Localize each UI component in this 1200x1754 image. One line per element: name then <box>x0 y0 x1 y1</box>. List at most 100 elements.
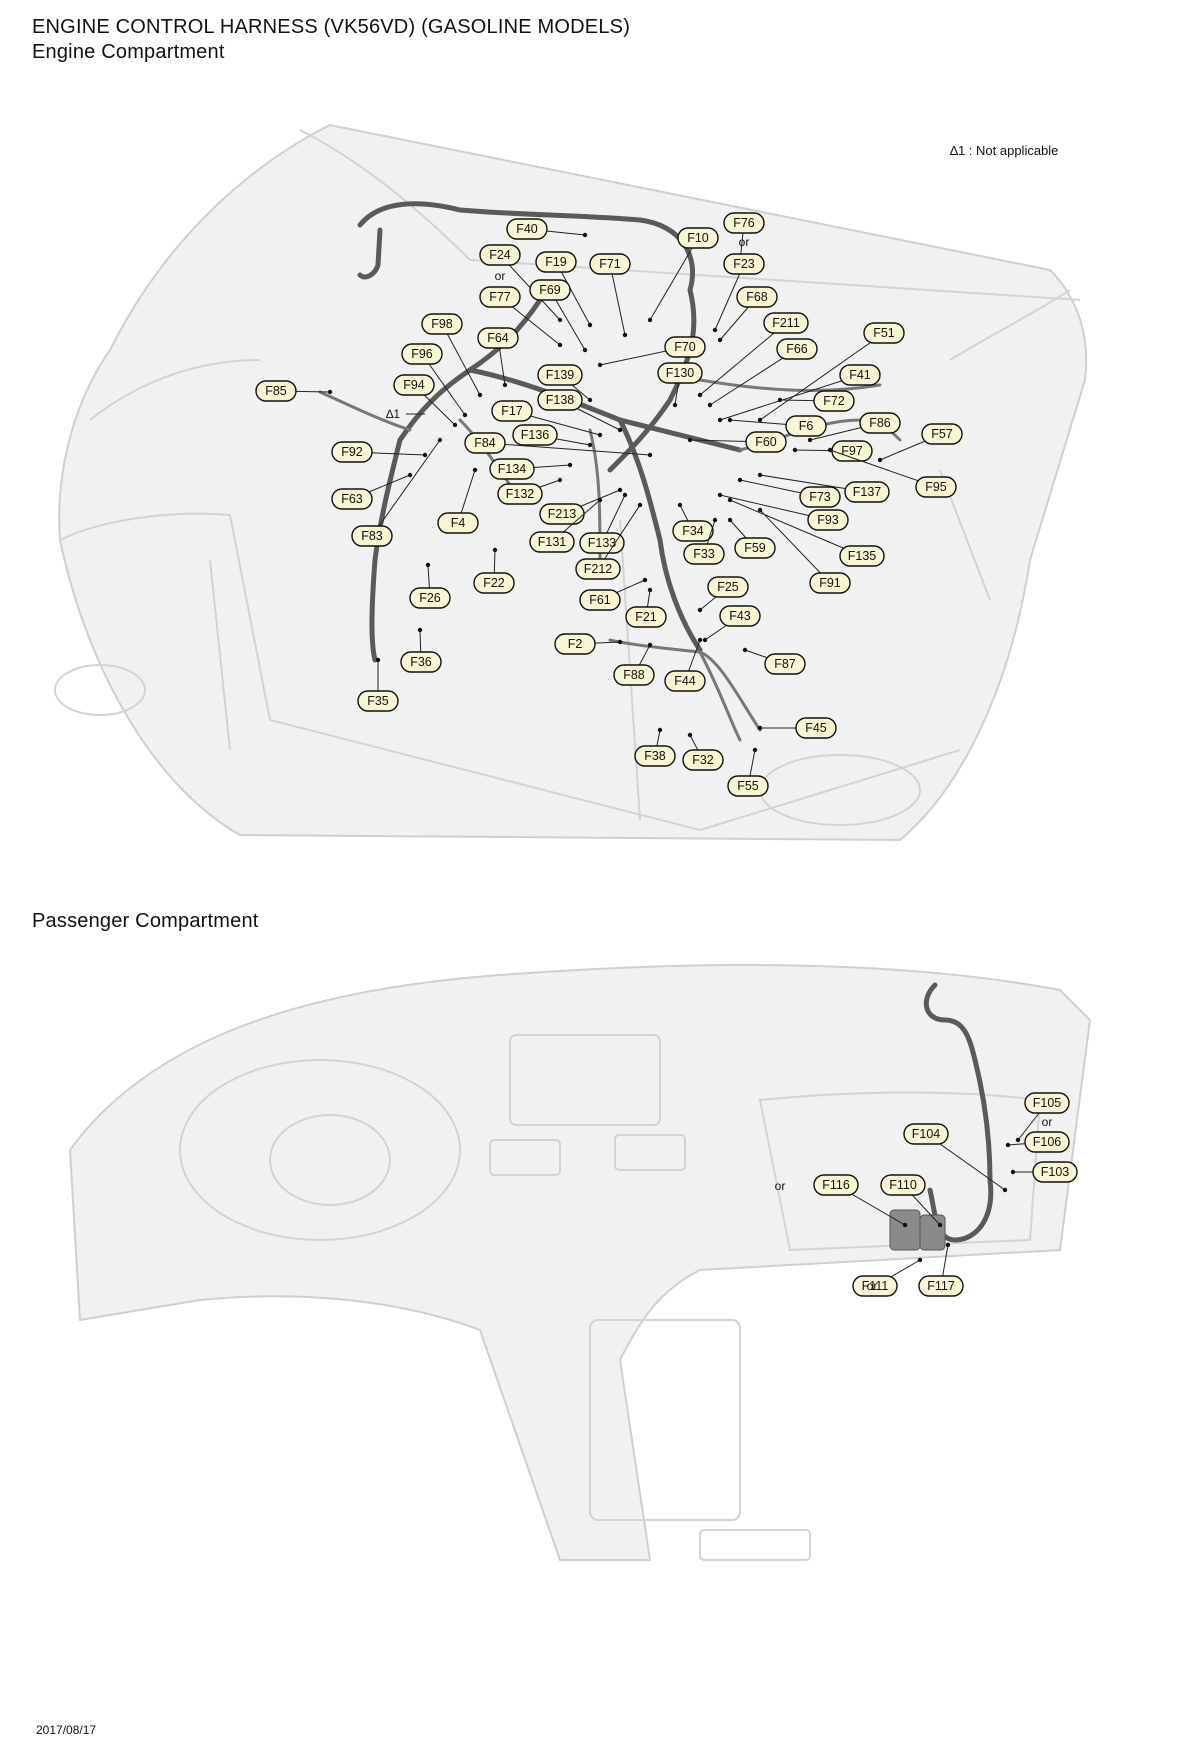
connector-callout-f4 <box>437 512 479 534</box>
connector-point-f61 <box>642 577 648 583</box>
leader-line-f51 <box>759 332 885 421</box>
connector-point-f21 <box>647 587 653 593</box>
connector-callout-f21 <box>625 606 667 628</box>
connector-label-f71: F71 <box>599 257 621 271</box>
connector-label-f21: F21 <box>635 610 657 624</box>
connector-label-f22: F22 <box>483 576 505 590</box>
connector-label-f111: F111 <box>862 1279 889 1293</box>
connector-callout-f117 <box>918 1275 964 1297</box>
connector-point-f25 <box>697 607 703 613</box>
connector-point-f2 <box>617 639 623 645</box>
connector-label-f38: F38 <box>644 749 666 763</box>
connector-point-f32 <box>687 732 693 738</box>
connector-point-f94 <box>452 422 458 428</box>
connector-callout-f38 <box>634 745 676 767</box>
connector-label-f95: F95 <box>925 480 947 494</box>
not-applicable-note: ∆1 : Not applicable <box>950 143 1059 158</box>
connector-label-f83: F83 <box>361 529 383 543</box>
connector-callout-f95 <box>915 476 957 498</box>
connector-label-f110: F110 <box>889 1178 917 1192</box>
connector-callout-f2 <box>554 633 596 655</box>
connector-callout-f87 <box>764 653 806 675</box>
connector-callout-f73 <box>799 486 841 508</box>
connector-point-f85 <box>327 389 333 395</box>
or-label: or <box>1042 1115 1053 1129</box>
connector-label-f211: F211 <box>772 316 800 330</box>
or-label: or <box>495 269 506 283</box>
connector-label-f132: F132 <box>506 487 535 501</box>
connector-callout-f135 <box>839 545 885 567</box>
connector-point-f106 <box>1005 1142 1011 1148</box>
connector-callout-f84 <box>464 432 506 454</box>
connector-callout-f17 <box>491 400 533 422</box>
connector-point-f70 <box>597 362 603 368</box>
connector-label-f60: F60 <box>755 435 777 449</box>
leader-line-f41 <box>719 374 861 421</box>
connector-point-f55 <box>752 747 758 753</box>
connector-point-f73 <box>737 477 743 483</box>
connector-label-f70: F70 <box>674 340 696 354</box>
connector-callout-f25 <box>707 576 749 598</box>
connector-callout-f35 <box>357 690 399 712</box>
connector-point-f38 <box>657 727 663 733</box>
connector-point-f133 <box>622 492 628 498</box>
connector-label-f212: F212 <box>584 562 613 576</box>
connector-point-f110 <box>937 1222 943 1228</box>
connector-label-f63: F63 <box>341 492 363 506</box>
connector-point-f98 <box>477 392 483 398</box>
connector-label-f91: F91 <box>819 576 841 590</box>
connector-label-f51: F51 <box>873 326 895 340</box>
connector-point-f10 <box>647 317 653 323</box>
connector-callout-f93 <box>807 509 849 531</box>
connector-point-f41 <box>717 417 723 423</box>
connector-label-f106: F106 <box>1033 1135 1062 1149</box>
connector-point-f212 <box>637 502 643 508</box>
connector-callout-f106 <box>1024 1131 1070 1153</box>
connector-label-f133: F133 <box>588 536 617 550</box>
connector-callout-f83 <box>351 525 393 547</box>
connector-label-f64: F64 <box>487 331 509 345</box>
connector-point-f130 <box>672 402 678 408</box>
connector-callout-f33 <box>683 543 725 565</box>
connector-label-f61: F61 <box>589 593 611 607</box>
connector-point-f137 <box>757 472 763 478</box>
connector-point-f22 <box>492 547 498 553</box>
connector-point-f105 <box>1015 1137 1021 1143</box>
connector-callout-f55 <box>727 775 769 797</box>
connector-label-f97: F97 <box>841 444 863 458</box>
leader-line-f10 <box>649 237 699 321</box>
connector-label-f76: F76 <box>733 216 755 230</box>
connector-label-f2: F2 <box>568 637 583 651</box>
connector-point-f23 <box>712 327 718 333</box>
connector-point-f63 <box>407 472 413 478</box>
connector-point-f87 <box>742 647 748 653</box>
leader-line-f211 <box>699 322 787 396</box>
connector-callout-f92 <box>331 441 373 463</box>
connector-point-f136 <box>587 442 593 448</box>
section-title-passenger: Passenger Compartment <box>32 910 259 932</box>
connector-label-f66: F66 <box>786 342 808 356</box>
connector-label-f135: F135 <box>848 549 877 563</box>
connector-point-f93 <box>717 492 723 498</box>
connector-point-f40 <box>582 232 588 238</box>
connector-label-f116: F116 <box>822 1178 850 1192</box>
connector-point-f211 <box>697 392 703 398</box>
connector-point-f213 <box>617 487 623 493</box>
connector-callout-f130 <box>657 362 703 384</box>
connector-point-f59 <box>727 517 733 523</box>
connector-label-f77: F77 <box>489 290 511 304</box>
connector-callout-f111 <box>852 1275 898 1297</box>
connector-callout-f103 <box>1032 1161 1078 1183</box>
connector-point-f43 <box>702 637 708 643</box>
connector-callout-f68 <box>736 286 778 308</box>
connector-callout-f105 <box>1024 1092 1070 1114</box>
connector-point-f111 <box>917 1257 923 1263</box>
connector-callout-f43 <box>719 605 761 627</box>
connector-point-f132 <box>557 477 563 483</box>
connector-label-f105: F105 <box>1033 1096 1062 1110</box>
connector-callout-f19 <box>535 251 577 273</box>
or-label: or <box>775 1179 786 1193</box>
connector-label-f131: F131 <box>538 535 567 549</box>
